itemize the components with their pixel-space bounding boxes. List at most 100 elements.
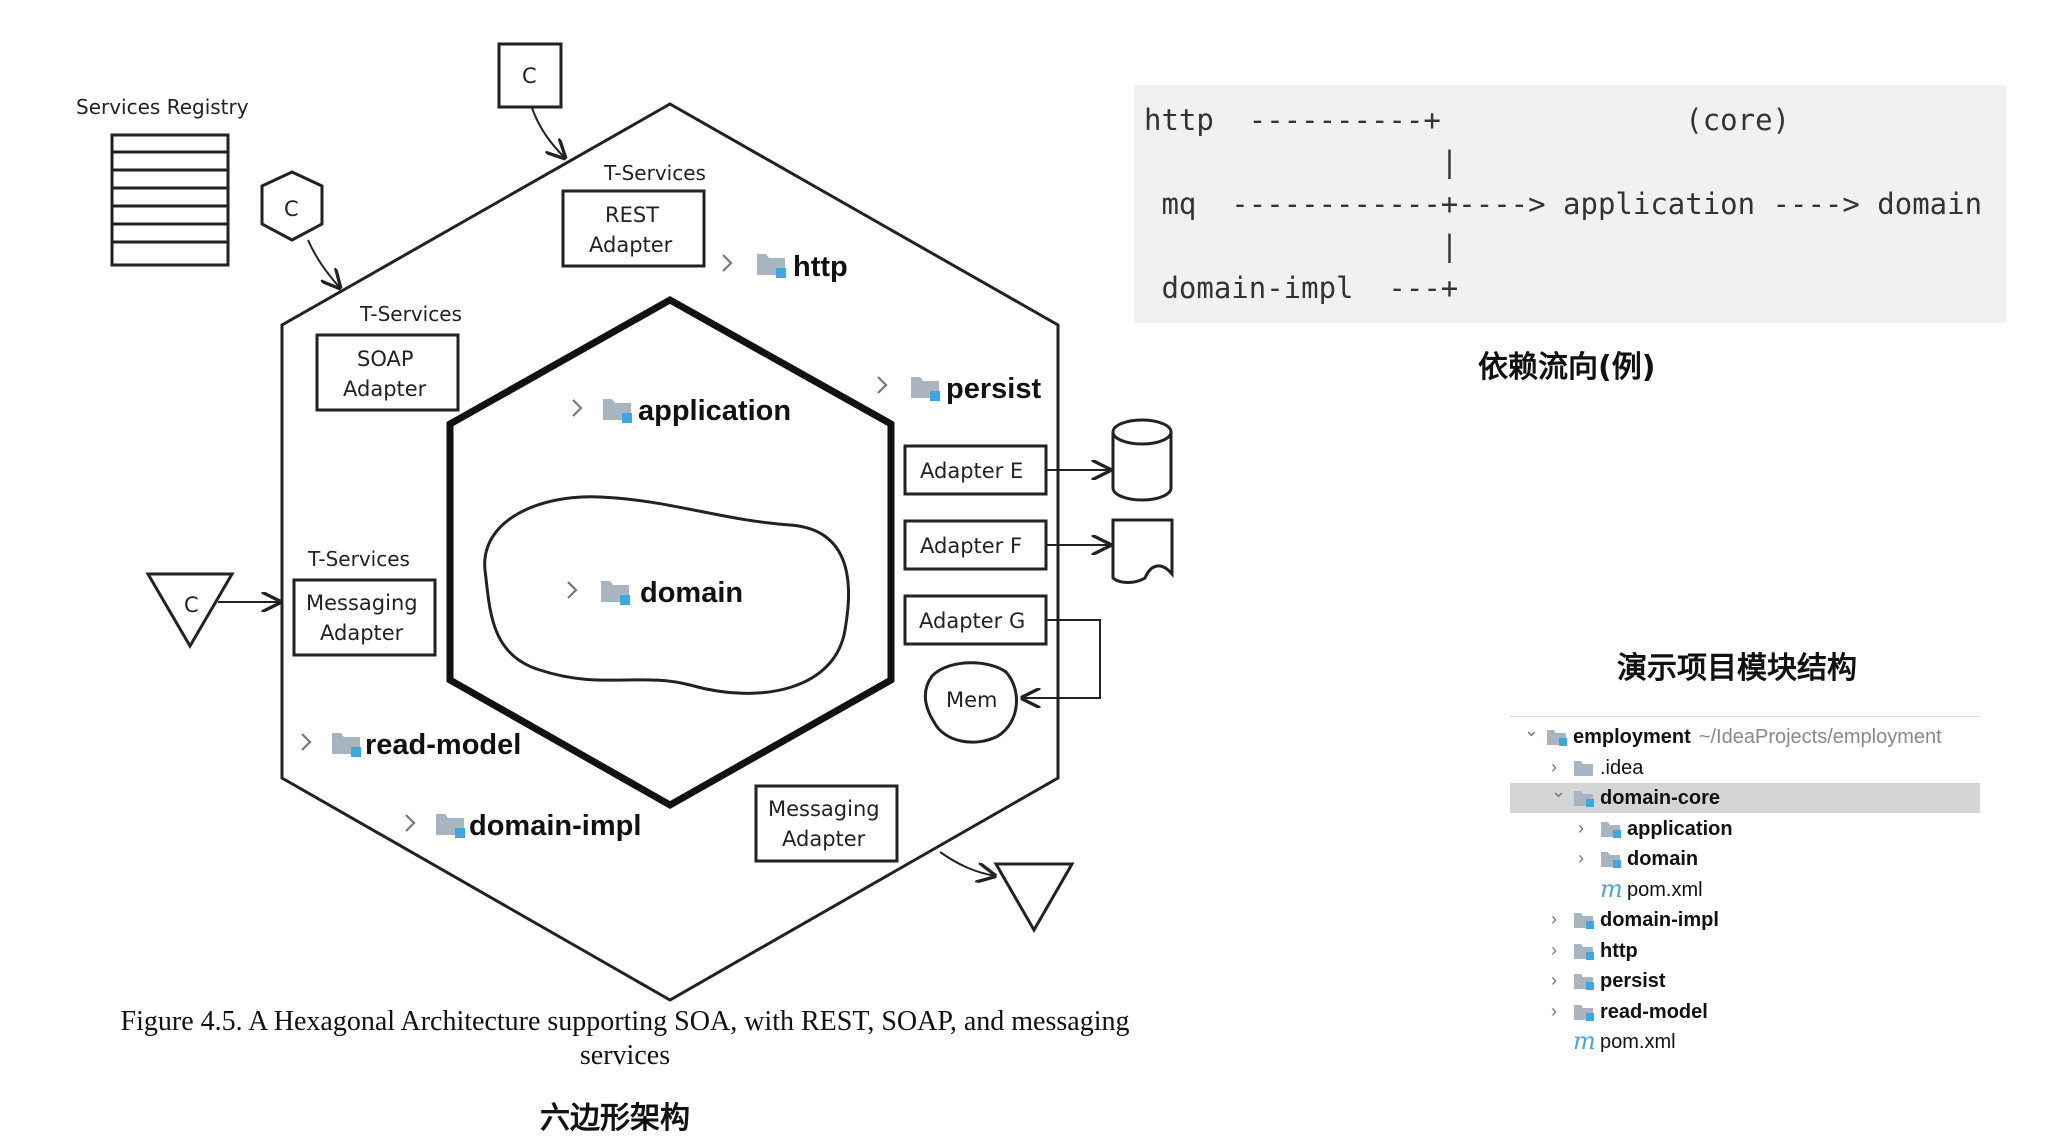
figure-caption-line2: services bbox=[579, 1040, 671, 1071]
tree-row[interactable]: › persist bbox=[1510, 966, 1980, 996]
tree-item-label: pom.xml bbox=[1600, 1031, 1676, 1054]
hexagonal-title: 六边形架构 bbox=[540, 1101, 690, 1136]
tree-item-name: persist bbox=[1600, 970, 1666, 992]
module-folder-icon bbox=[1574, 791, 1594, 807]
services-registry-icon bbox=[110, 133, 230, 267]
tree-item-name: employment bbox=[1573, 726, 1691, 748]
module-folder-icon bbox=[1574, 1004, 1594, 1021]
tree-row[interactable]: ⌄ domain-core bbox=[1510, 781, 1980, 813]
module-http: http bbox=[722, 251, 848, 283]
tree-divider bbox=[1510, 716, 1980, 717]
database-icon bbox=[1111, 418, 1173, 502]
module-folder-icon bbox=[1574, 943, 1594, 960]
tree-row[interactable]: › domain-impl bbox=[1510, 905, 1980, 935]
inner-hexagon bbox=[446, 295, 895, 810]
document-icon bbox=[1111, 518, 1174, 584]
chevron-right-icon[interactable]: › bbox=[1578, 817, 1584, 838]
consumer-triangle-label: C bbox=[184, 593, 199, 617]
tree-row[interactable]: › application bbox=[1510, 814, 1980, 844]
module-application: application bbox=[572, 395, 791, 427]
tree-item-name: domain-impl bbox=[1600, 909, 1719, 931]
module-folder-icon bbox=[1601, 852, 1621, 868]
chevron-right-icon[interactable]: › bbox=[1551, 970, 1557, 990]
chevron-right-icon[interactable]: › bbox=[1551, 1000, 1557, 1021]
tree-item-label: employment~/IdeaProjects/employment bbox=[1573, 726, 1942, 749]
module-http-label: http bbox=[793, 251, 848, 283]
outer-hexagon bbox=[280, 102, 1060, 1002]
mem-blob bbox=[924, 661, 1018, 744]
tree-item-name: pom.xml bbox=[1627, 878, 1703, 901]
tree-row[interactable]: ›.idea bbox=[1510, 753, 1980, 783]
tree-item-name: domain-core bbox=[1600, 787, 1721, 809]
tree-row[interactable]: ⌄ employment~/IdeaProjects/employment bbox=[1510, 720, 1980, 752]
chevron-right-icon[interactable]: › bbox=[1551, 756, 1557, 777]
messaging-adapter-line2: Adapter bbox=[782, 827, 866, 851]
tree-item-label: pom.xml bbox=[1627, 879, 1703, 902]
tree-item-name: read-model bbox=[1600, 1000, 1708, 1023]
rest-adapter-line2: Adapter bbox=[589, 233, 673, 257]
tree-item-label: persist bbox=[1600, 970, 1666, 993]
project-structure-title: 演示项目模块结构 bbox=[1617, 651, 1857, 686]
chevron-right-icon[interactable]: › bbox=[1551, 909, 1557, 929]
module-domain-label: domain bbox=[640, 577, 743, 609]
module-folder-icon bbox=[436, 814, 465, 838]
consumer-arrow bbox=[531, 107, 565, 158]
messaging-adapter-line1: Messaging bbox=[306, 591, 418, 615]
chevron-right-icon[interactable]: › bbox=[1551, 939, 1557, 960]
dependency-flow-title: 依赖流向(例) bbox=[1478, 350, 1656, 385]
figure-caption-line1: Figure 4.5. A Hexagonal Architecture sup… bbox=[120, 1006, 1130, 1037]
tree-item-name: application bbox=[1627, 817, 1733, 840]
module-folder-icon bbox=[332, 733, 361, 757]
messaging-adapter-box bbox=[292, 578, 437, 657]
module-folder-icon bbox=[603, 399, 632, 423]
adapter-f-box bbox=[903, 519, 1048, 571]
chevron-down-icon[interactable]: ⌄ bbox=[1524, 720, 1540, 740]
tree-row[interactable]: › domain bbox=[1510, 844, 1980, 874]
t-services-label: T-Services bbox=[603, 161, 706, 185]
hexagonal-architecture-figure: Services Registry C C C T-Services REST … bbox=[76, 42, 1174, 1002]
consumer-hexagon-label: C bbox=[284, 197, 299, 221]
consumer-hexagon-icon bbox=[260, 170, 324, 242]
module-domain-impl: domain-impl bbox=[405, 810, 641, 842]
chevron-right-icon[interactable]: › bbox=[1578, 848, 1584, 868]
chevron-down-icon[interactable]: ⌄ bbox=[1551, 781, 1567, 801]
t-services-label: T-Services bbox=[359, 302, 462, 326]
tree-item-label: domain bbox=[1627, 848, 1698, 871]
module-folder-icon bbox=[1574, 974, 1594, 990]
messaging-adapter-box bbox=[754, 784, 899, 863]
adapter-g-box bbox=[903, 594, 1048, 646]
messaging-adapter-line1: Messaging bbox=[768, 797, 880, 821]
tree-item-label: application bbox=[1627, 818, 1733, 841]
chevron-right-icon bbox=[722, 254, 733, 272]
consumer-triangle-icon bbox=[145, 572, 235, 649]
tree-item-name: http bbox=[1600, 939, 1638, 962]
module-folder-icon bbox=[1601, 821, 1621, 838]
tree-item-label: domain-core bbox=[1600, 787, 1720, 810]
module-folder-icon bbox=[1547, 730, 1567, 746]
soap-adapter-box bbox=[315, 333, 460, 412]
chevron-right-icon bbox=[567, 581, 578, 599]
services-registry-label: Services Registry bbox=[76, 95, 249, 119]
chevron-right-icon bbox=[405, 814, 416, 832]
rest-adapter-box bbox=[561, 189, 706, 268]
messaging-adapter-line2: Adapter bbox=[320, 621, 404, 645]
domain-blob bbox=[483, 495, 851, 695]
adapter-e-box bbox=[903, 444, 1048, 496]
module-application-label: application bbox=[638, 395, 791, 427]
tree-item-name: domain bbox=[1627, 848, 1699, 870]
tree-row[interactable]: › read-model bbox=[1510, 997, 1980, 1027]
dependency-flow-code: http ----------+ (core) | mq -----------… bbox=[1134, 85, 2006, 323]
rest-adapter-line1: REST bbox=[605, 203, 659, 227]
maven-file-icon: m bbox=[1573, 1027, 1596, 1055]
tree-item-label: domain-impl bbox=[1600, 909, 1719, 932]
adapter-g-label: Adapter G bbox=[919, 609, 1025, 633]
tree-row[interactable]: › http bbox=[1510, 936, 1980, 966]
chevron-right-icon bbox=[301, 733, 312, 751]
consumer-square-label: C bbox=[522, 64, 537, 88]
soap-adapter-line1: SOAP bbox=[357, 347, 414, 371]
soap-adapter-line2: Adapter bbox=[343, 377, 427, 401]
tree-item-label: read-model bbox=[1600, 1001, 1708, 1024]
module-persist: persist bbox=[877, 373, 1041, 405]
